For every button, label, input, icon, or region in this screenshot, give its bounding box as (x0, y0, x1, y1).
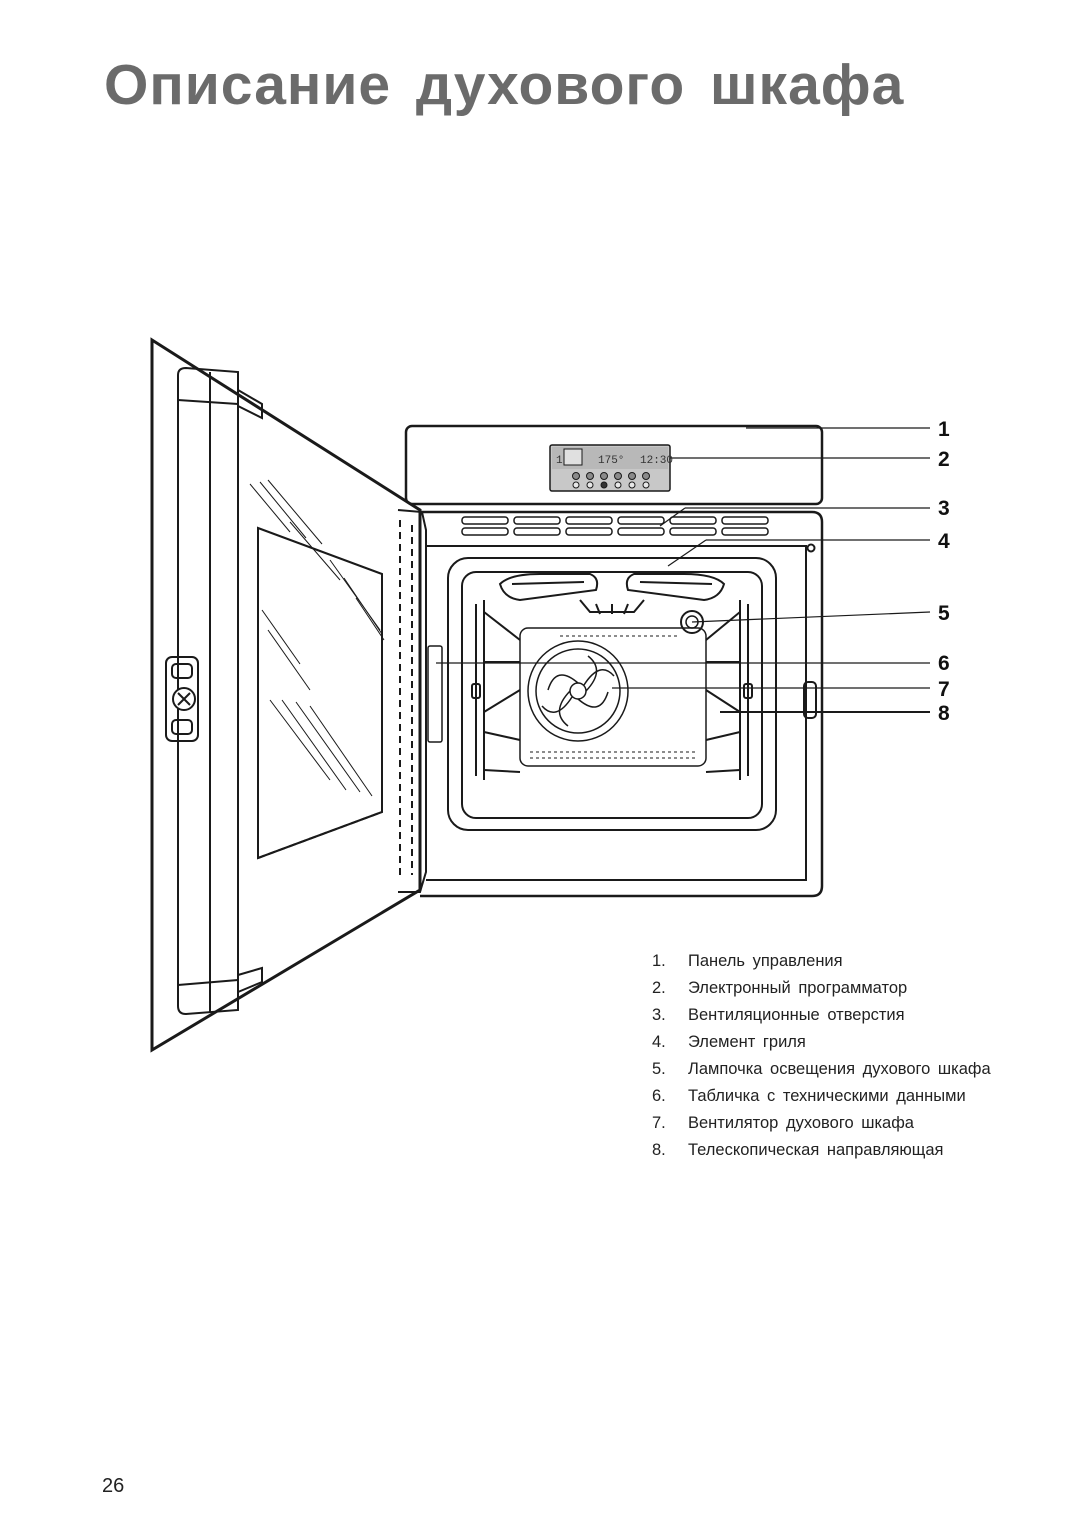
legend-text: Элемент гриля (688, 1033, 806, 1051)
legend-text: Телескопическая направляющая (688, 1141, 944, 1159)
telescopic-runners-left (471, 600, 521, 780)
callout-1: 1 (938, 418, 950, 441)
legend-text: Панель управления (688, 952, 843, 970)
legend-item: 5. Лампочка освещения духового шкафа (652, 1056, 991, 1083)
legend-number: 3. (652, 1006, 666, 1024)
control-panel (404, 424, 824, 506)
legend-text: Вентиляционные отверстия (688, 1006, 905, 1024)
ventilation-openings (461, 516, 769, 536)
grill-element (498, 573, 726, 615)
legend-list: 1. Панель управления 2. Электронный програ… (652, 948, 991, 1164)
page-title: Описание духового шкафа (104, 53, 905, 117)
legend-item: 2. Электронный программатор (652, 975, 991, 1002)
display-temperature: 175° (598, 455, 624, 467)
legend-text: Вентилятор духового шкафа (688, 1114, 914, 1132)
oven-cavity (420, 510, 824, 898)
oven-diagram: 1 175° 12:30 1 2 3 4 5 6 7 8 (150, 337, 950, 1053)
electronic-programmer (549, 444, 671, 492)
page-number: 26 (102, 1475, 125, 1497)
callout-5: 5 (938, 602, 950, 625)
legend-number: 4. (652, 1033, 666, 1051)
legend-item: 3. Вентиляционные отверстия (652, 1002, 991, 1029)
legend-number: 6. (652, 1087, 666, 1105)
rating-plate (427, 645, 443, 743)
legend-text: Табличка с техническими данными (688, 1087, 966, 1105)
legend-item: 1. Панель управления (652, 948, 991, 975)
callout-lines (436, 427, 931, 713)
legend-item: 6. Табличка с техническими данными (652, 1083, 991, 1110)
callout-3: 3 (938, 497, 950, 520)
callout-2: 2 (938, 448, 950, 471)
display-time: 12:30 (640, 455, 673, 467)
legend-item: 4. Элемент гриля (652, 1029, 991, 1056)
oven-back-panel (519, 627, 707, 767)
legend-number: 1. (652, 952, 666, 970)
oven-fan (527, 640, 629, 742)
callout-4: 4 (938, 530, 950, 553)
legend-number: 8. (652, 1141, 666, 1159)
legend-number: 5. (652, 1060, 666, 1078)
callout-8: 8 (938, 702, 950, 725)
legend-item: 7. Вентилятор духового шкафа (652, 1110, 991, 1137)
legend-item: 8. Телескопическая направляющая (652, 1137, 991, 1164)
legend-number: 2. (652, 979, 666, 997)
oven-door (150, 337, 427, 1053)
legend-text: Электронный программатор (688, 979, 908, 997)
callout-6: 6 (938, 652, 950, 675)
legend-number: 7. (652, 1114, 666, 1132)
callout-7: 7 (938, 678, 950, 701)
legend-text: Лампочка освещения духового шкафа (688, 1060, 991, 1078)
telescopic-runners-right (705, 600, 753, 780)
display-indicator: 1 (556, 455, 563, 467)
